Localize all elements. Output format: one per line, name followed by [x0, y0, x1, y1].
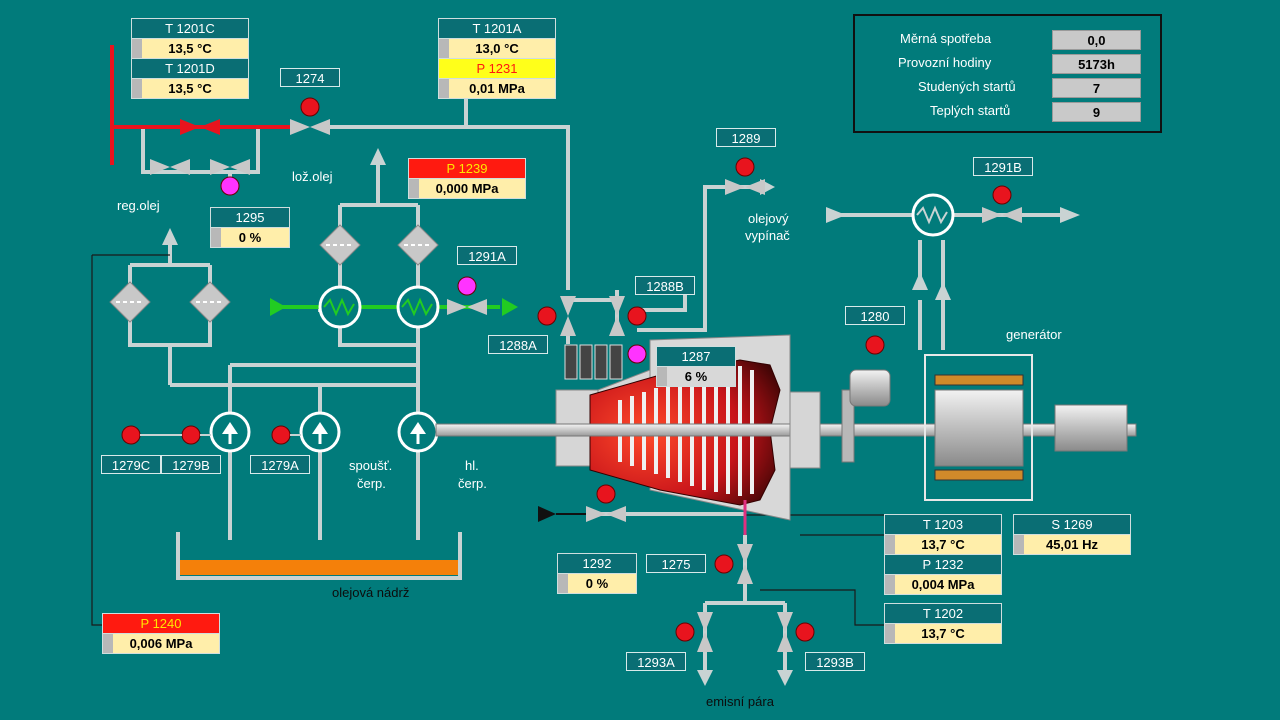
- label-start-pump-2: čerp.: [357, 476, 386, 491]
- oil-tank-level: [180, 560, 458, 575]
- measurement-1287[interactable]: 1287 6 %: [656, 346, 736, 387]
- tag-1279b[interactable]: 1279B: [161, 455, 221, 474]
- summary-label: Provozní hodiny: [898, 55, 992, 70]
- summary-row-specific-consumption: Měrná spotřeba 0,0: [855, 30, 1160, 52]
- summary-label: Teplých startů: [930, 103, 1011, 118]
- label-oil-switch-2: vypínač: [745, 228, 790, 243]
- drain-arrow: [538, 506, 556, 522]
- measurement-tag: T 1201D: [132, 59, 248, 79]
- summary-value: 9: [1052, 102, 1141, 122]
- label-reg-oil: reg.olej: [117, 198, 160, 213]
- measurement-p1239[interactable]: P 1239 0,000 MPa: [408, 158, 526, 199]
- generator: [924, 354, 1128, 501]
- label-bearing-oil: lož.olej: [292, 169, 333, 184]
- measurement-value: 13,7 °C: [885, 535, 1001, 554]
- tag-1288a[interactable]: 1288A: [488, 335, 548, 354]
- tag-1291a[interactable]: 1291A: [457, 246, 517, 265]
- oil-filters: [109, 224, 439, 323]
- summary-row-warm-starts: Teplých startů 9: [855, 102, 1160, 124]
- measurement-value: 0 %: [558, 574, 636, 593]
- tag-1291b[interactable]: 1291B: [973, 157, 1033, 176]
- summary-panel: Měrná spotřeba 0,0 Provozní hodiny 5173h…: [853, 14, 1162, 133]
- cooling-in-arrow: [270, 298, 286, 316]
- label-emission-steam: emisní pára: [706, 694, 774, 709]
- summary-row-operating-hours: Provozní hodiny 5173h: [855, 54, 1160, 76]
- measurement-s1269[interactable]: S 1269 45,01 Hz: [1013, 514, 1131, 555]
- valve-indicators: [121, 97, 1012, 642]
- oil-pumps: [209, 411, 439, 453]
- measurement-t1201a[interactable]: T 1201A 13,0 °C: [438, 18, 556, 59]
- measurement-tag: T 1203: [885, 515, 1001, 535]
- measurement-tag: T 1201C: [132, 19, 248, 39]
- tag-1279c[interactable]: 1279C: [101, 455, 161, 474]
- measurement-value: 13,7 °C: [885, 624, 1001, 643]
- label-start-pump-1: spoušť.: [349, 458, 393, 473]
- measurement-tag: P 1231: [439, 59, 555, 79]
- measurement-t1202[interactable]: T 1202 13,7 °C: [884, 603, 1002, 644]
- measurement-value: 0,006 MPa: [103, 634, 219, 653]
- measurement-value: 6 %: [657, 367, 735, 386]
- summary-value: 5173h: [1052, 54, 1141, 74]
- measurement-tag: 1295: [211, 208, 289, 228]
- gearbox: [789, 369, 891, 469]
- measurement-tag: P 1240: [103, 614, 219, 634]
- tag-1293a[interactable]: 1293A: [626, 652, 686, 671]
- cooling-out-arrow: [502, 298, 518, 316]
- measurement-t1201c[interactable]: T 1201C 13,5 °C: [131, 18, 249, 59]
- measurement-1292[interactable]: 1292 0 %: [557, 553, 637, 594]
- measurement-tag: P 1232: [885, 555, 1001, 575]
- measurement-value: 0,000 MPa: [409, 179, 525, 198]
- summary-row-cold-starts: Studených startů 7: [855, 78, 1160, 100]
- measurement-p1240[interactable]: P 1240 0,006 MPa: [102, 613, 220, 654]
- summary-value: 7: [1052, 78, 1141, 98]
- summary-label: Studených startů: [918, 79, 1016, 94]
- tag-1279a[interactable]: 1279A: [250, 455, 310, 474]
- measurement-value: 13,0 °C: [439, 39, 555, 58]
- label-main-pump-2: čerp.: [458, 476, 487, 491]
- tag-1288b[interactable]: 1288B: [635, 276, 695, 295]
- tag-1274[interactable]: 1274: [280, 68, 340, 87]
- measurement-tag: P 1239: [409, 159, 525, 179]
- measurement-value: 13,5 °C: [132, 79, 248, 98]
- heat-exchangers: [318, 193, 955, 329]
- measurement-value: 0,01 MPa: [439, 79, 555, 98]
- measurement-p1231[interactable]: P 1231 0,01 MPa: [438, 58, 556, 99]
- measurement-value: 0 %: [211, 228, 289, 247]
- measurement-tag: 1292: [558, 554, 636, 574]
- label-main-pump-1: hl.: [465, 458, 479, 473]
- summary-value: 0,0: [1052, 30, 1141, 50]
- measurement-tag: S 1269: [1014, 515, 1130, 535]
- measurement-p1232[interactable]: P 1232 0,004 MPa: [884, 554, 1002, 595]
- valves: [150, 119, 1022, 652]
- tag-1289[interactable]: 1289: [716, 128, 776, 147]
- measurement-t1203[interactable]: T 1203 13,7 °C: [884, 514, 1002, 555]
- label-generator: generátor: [1006, 327, 1062, 342]
- tag-1280[interactable]: 1280: [845, 306, 905, 325]
- measurement-1295[interactable]: 1295 0 %: [210, 207, 290, 248]
- measurement-tag: T 1201A: [439, 19, 555, 39]
- measurement-t1201d[interactable]: T 1201D 13,5 °C: [131, 58, 249, 99]
- measurement-value: 45,01 Hz: [1014, 535, 1130, 554]
- tag-1293b[interactable]: 1293B: [805, 652, 865, 671]
- label-oil-switch-1: olejový: [748, 211, 789, 226]
- measurement-value: 0,004 MPa: [885, 575, 1001, 594]
- measurement-tag: 1287: [657, 347, 735, 367]
- label-oil-tank: olejová nádrž: [332, 585, 410, 600]
- tag-1275[interactable]: 1275: [646, 554, 706, 573]
- measurement-value: 13,5 °C: [132, 39, 248, 58]
- measurement-tag: T 1202: [885, 604, 1001, 624]
- summary-label: Měrná spotřeba: [900, 31, 992, 46]
